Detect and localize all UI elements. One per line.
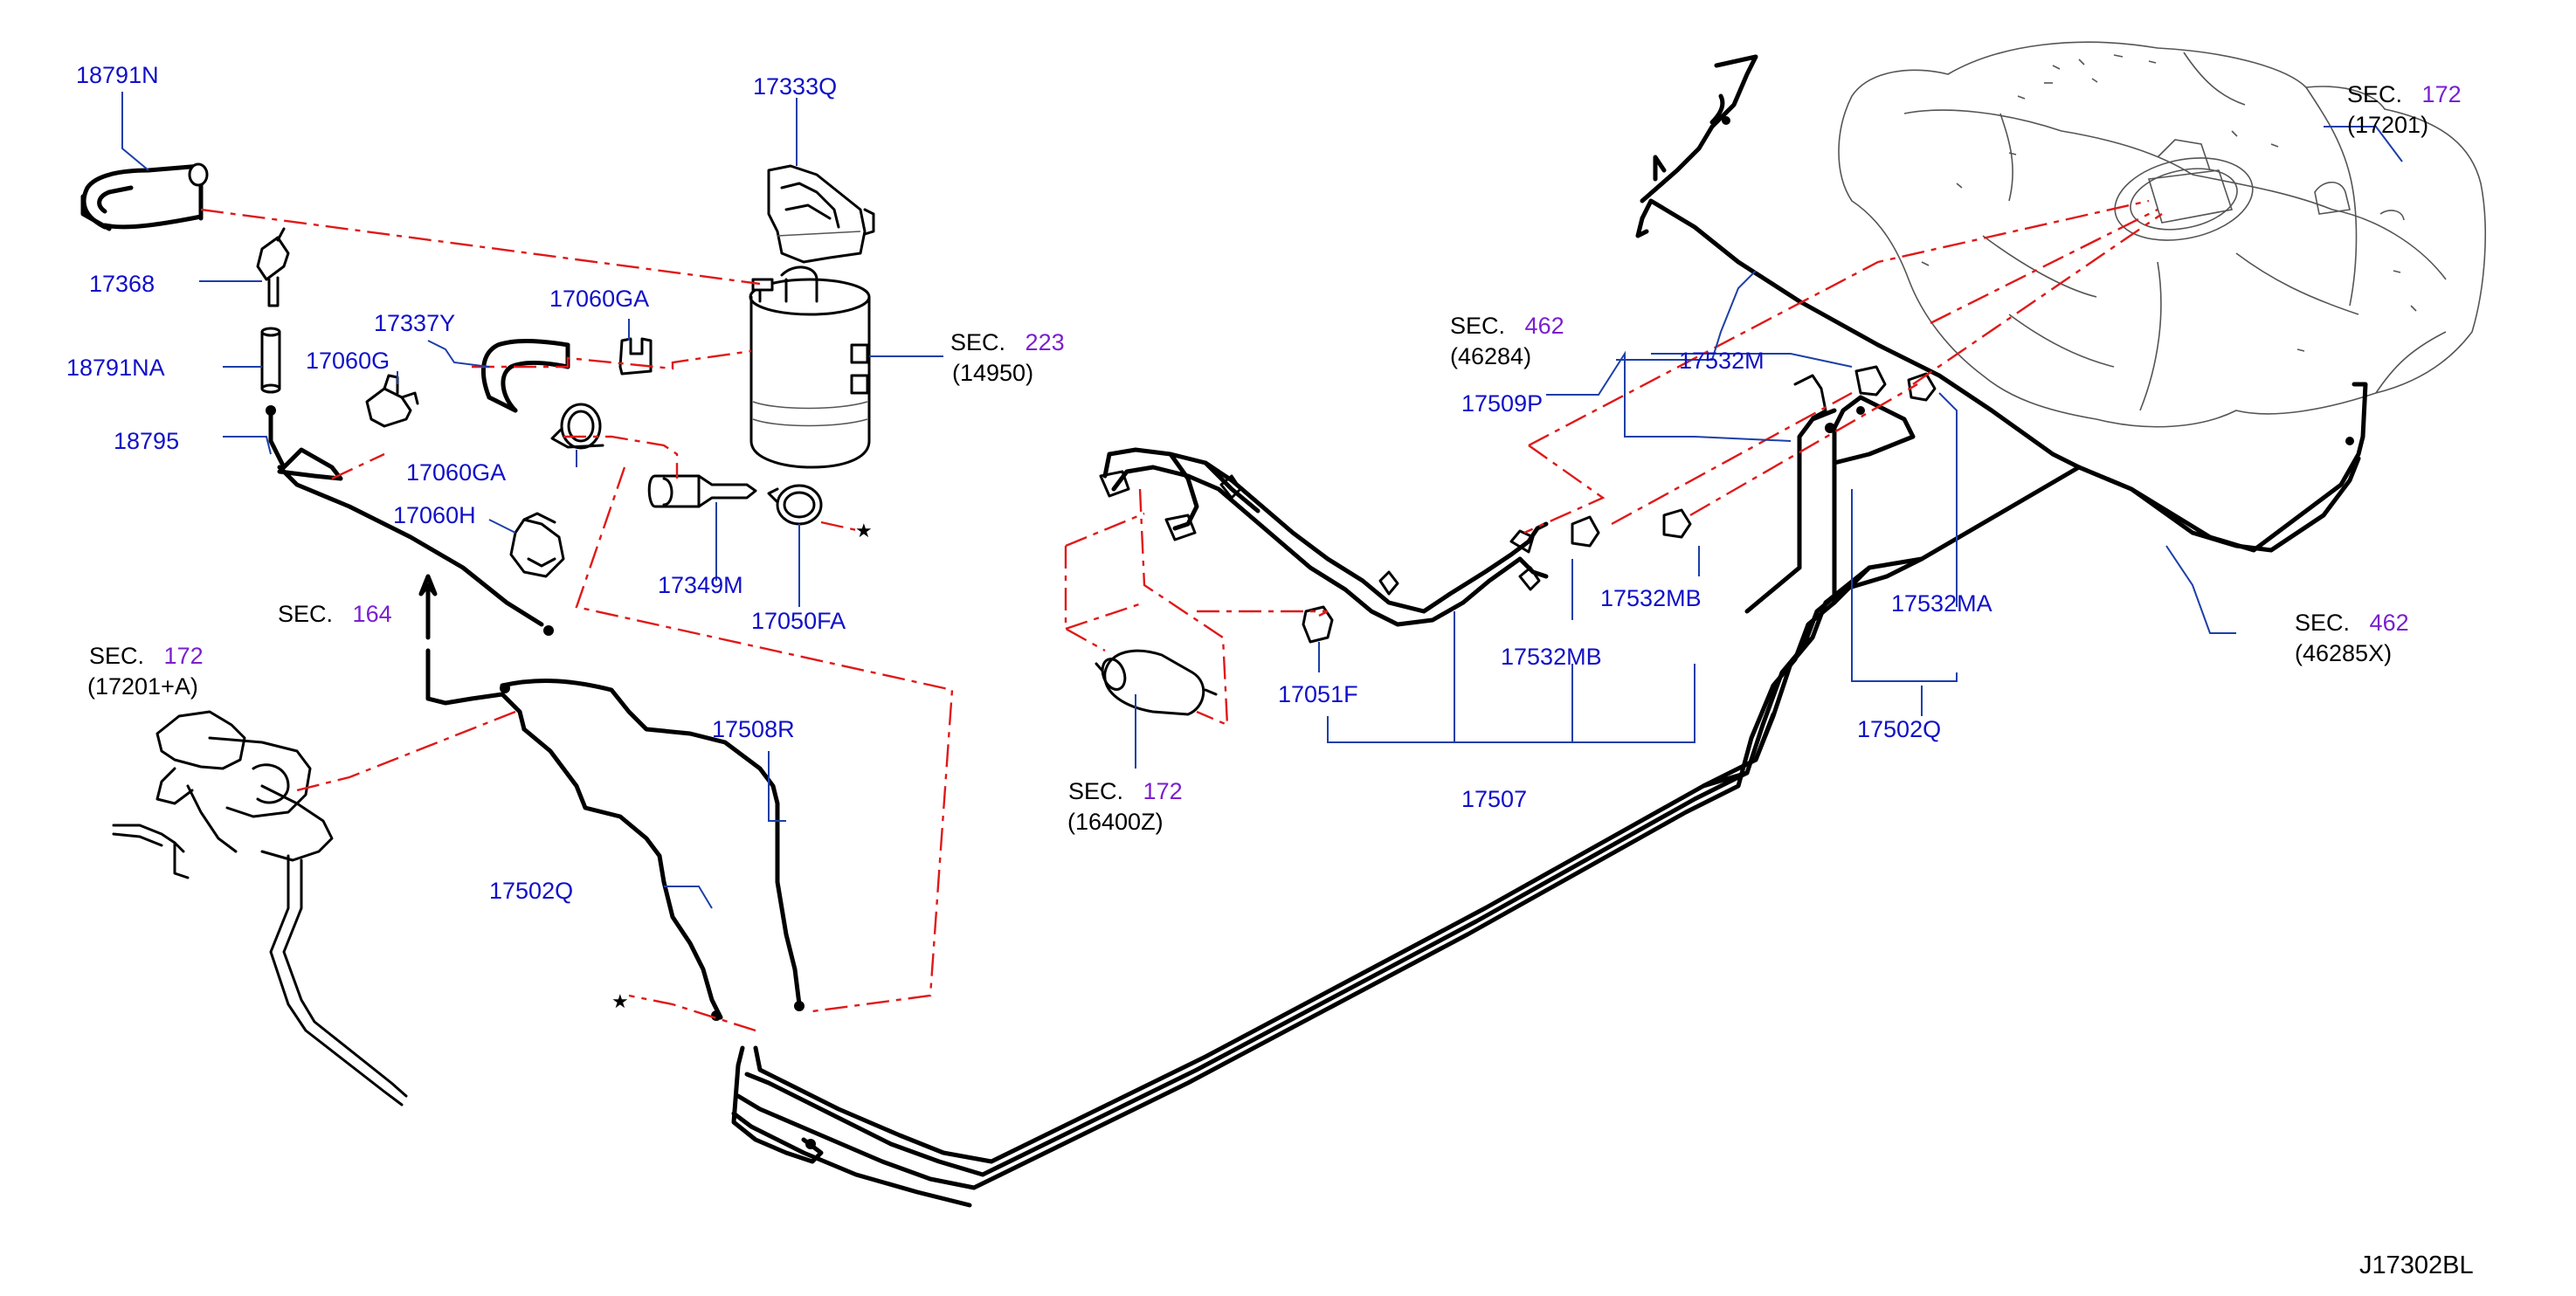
evap-leak-check-module bbox=[112, 710, 408, 1106]
part-label-17532ma: 17532MA bbox=[1891, 590, 1992, 617]
hose-17508r bbox=[500, 679, 802, 1007]
clip-17060h bbox=[509, 512, 565, 578]
clamp-17050fa bbox=[767, 484, 823, 526]
heat-shield-lower bbox=[2076, 434, 2365, 553]
label-leader-lines bbox=[121, 92, 2403, 909]
part-label-17508r: 17508R bbox=[712, 716, 795, 742]
section-ref-164: SEC. 164 bbox=[278, 601, 392, 627]
section-ref-172-a: SEC. 172 bbox=[89, 643, 204, 669]
part-label-17060ga-bottom: 17060GA bbox=[406, 459, 507, 486]
fuel-filter bbox=[1095, 649, 1218, 716]
part-label-18791n: 18791N bbox=[76, 62, 159, 88]
evap-canister bbox=[749, 265, 871, 469]
part-label-17333q: 17333Q bbox=[753, 73, 838, 100]
star-marker-left: ★ bbox=[611, 990, 629, 1012]
heat-shield-upper bbox=[1640, 198, 2082, 470]
section-ref-172-filter: SEC. 172 bbox=[1068, 778, 1183, 804]
section-ref-172-tank: SEC. 172 bbox=[2347, 81, 2462, 107]
tube-17502q-right bbox=[1832, 395, 1863, 605]
section-ref-462-bottom: SEC. 462 bbox=[2295, 610, 2409, 636]
main-fuel-lines bbox=[731, 456, 2361, 1208]
hose-mid-left bbox=[425, 648, 527, 732]
hose-17337y bbox=[480, 339, 570, 400]
fuel-tank bbox=[1838, 41, 2487, 428]
drawing-code: J17302BL bbox=[2359, 1251, 2474, 1279]
part-label-17050fa: 17050FA bbox=[751, 608, 846, 634]
reference-chain-lines bbox=[200, 199, 2163, 1032]
section-ref-462-bottom-part: (46285X) bbox=[2295, 640, 2393, 666]
part-label-17532m: 17532M bbox=[1679, 348, 1765, 374]
part-label-17349m: 17349M bbox=[658, 572, 743, 598]
tube-upper-left bbox=[277, 465, 544, 627]
section-ref-462-top-part: (46284) bbox=[1450, 343, 1532, 369]
tube-18791na bbox=[260, 330, 281, 390]
part-label-17051f: 17051F bbox=[1278, 681, 1358, 707]
part-label-18795: 18795 bbox=[114, 428, 180, 454]
clamps-17532m bbox=[1571, 365, 1937, 548]
part-label-17509p: 17509P bbox=[1461, 390, 1544, 417]
section-ref-223-part: (14950) bbox=[952, 360, 1034, 386]
canister-cover bbox=[767, 164, 875, 264]
part-label-17502q-right: 17502Q bbox=[1857, 716, 1942, 742]
valve-17368 bbox=[256, 227, 290, 307]
part-label-17368: 17368 bbox=[89, 271, 155, 297]
clamp-17060ga bbox=[550, 403, 604, 450]
section-ref-223: SEC. 223 bbox=[950, 329, 1065, 355]
part-label-18791na: 18791NA bbox=[66, 355, 165, 381]
star-marker-right: ★ bbox=[855, 520, 873, 541]
part-label-17502q-left: 17502Q bbox=[489, 878, 574, 904]
bracket-18795 bbox=[268, 408, 343, 481]
clip-17051f bbox=[1302, 605, 1334, 644]
arrow-sec164 bbox=[418, 574, 438, 640]
clip-17060ga-top bbox=[618, 337, 653, 376]
part-label-17060h: 17060H bbox=[393, 502, 476, 528]
tube-assembly-17507 bbox=[1099, 447, 1549, 627]
section-ref-172-a-part: (17201+A) bbox=[87, 673, 198, 700]
part-label-17507: 17507 bbox=[1461, 786, 1528, 812]
section-ref-172-filter-part: (16400Z) bbox=[1067, 809, 1164, 835]
clip-17060g bbox=[365, 374, 419, 428]
section-ref-462-top: SEC. 462 bbox=[1450, 313, 1564, 339]
hose-17502q-left bbox=[521, 727, 723, 1020]
connector-quick bbox=[1793, 374, 1827, 419]
part-label-17060ga-top: 17060GA bbox=[549, 286, 650, 312]
part-label-17532mb-mid: 17532MB bbox=[1501, 644, 1602, 670]
part-label-17060g: 17060G bbox=[306, 348, 390, 374]
part-label-17532mb-right: 17532MB bbox=[1600, 585, 1702, 611]
filter-17349m bbox=[647, 474, 757, 508]
section-ref-172-tank-part: (17201) bbox=[2347, 112, 2429, 138]
part-label-17337y: 17337Y bbox=[374, 310, 456, 336]
